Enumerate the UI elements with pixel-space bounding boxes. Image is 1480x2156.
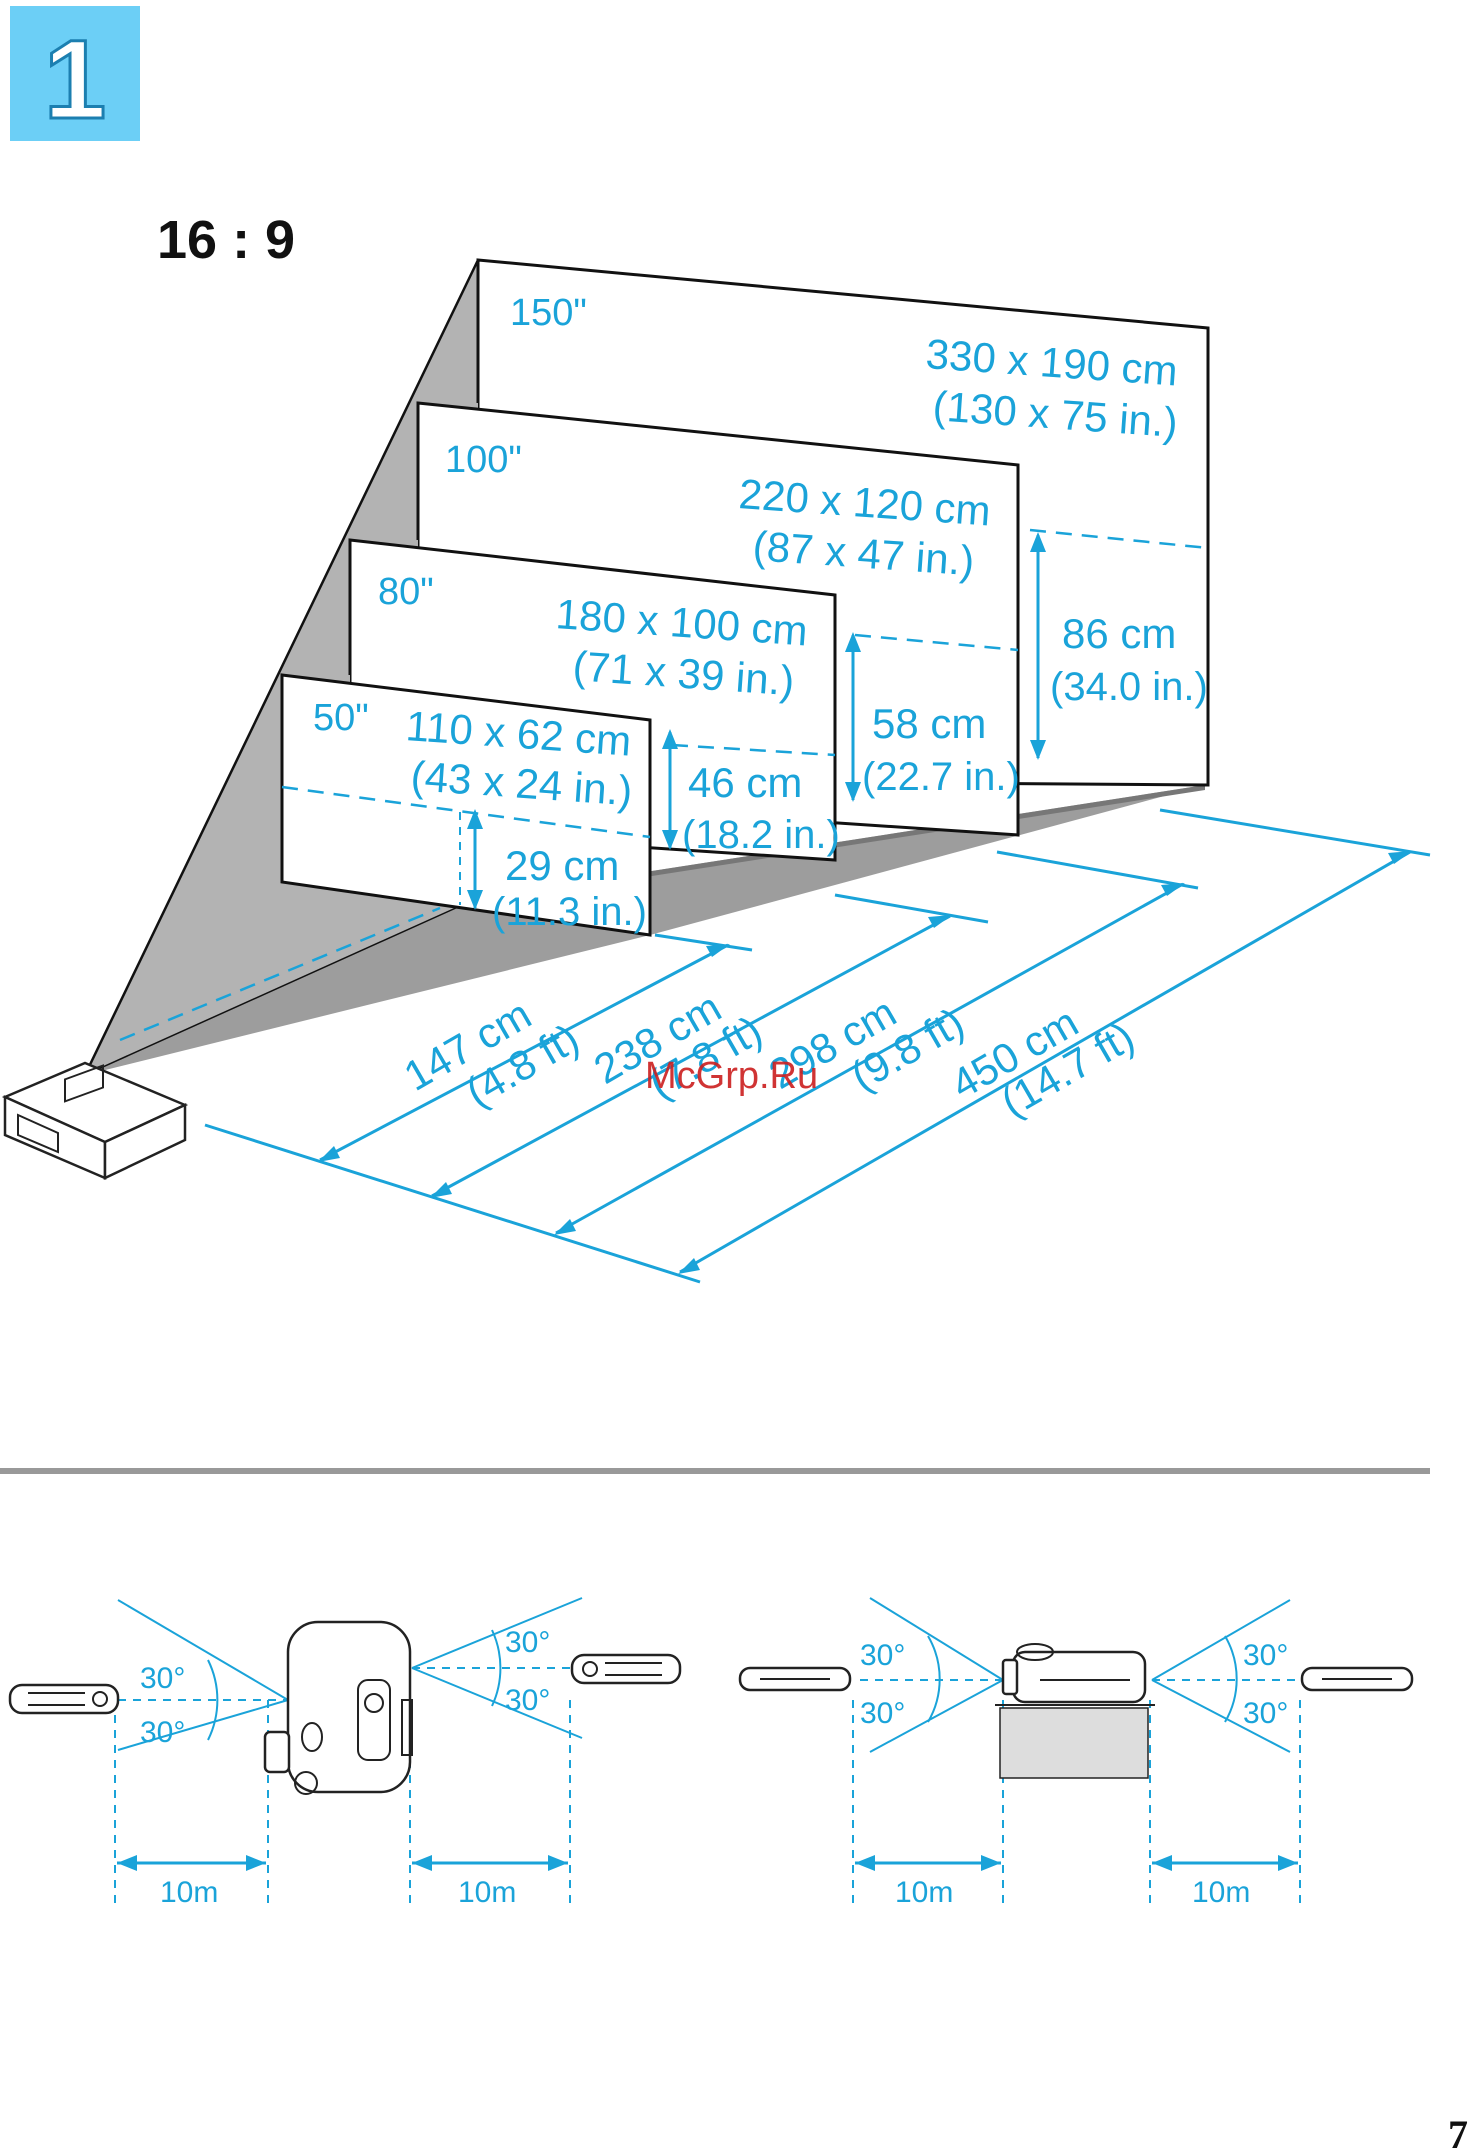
range-distance-label: 10m xyxy=(895,1876,953,1909)
screen-height-cm: 58 cm xyxy=(872,700,986,747)
distance-lines xyxy=(204,808,1431,1284)
remote-range-top-view: 10m 10m 30° 30° 30° 30° xyxy=(8,1597,682,1910)
screen-diagonal: 100" xyxy=(445,439,522,481)
projector-side-icon xyxy=(995,1643,1155,1779)
section-number: 1 xyxy=(44,17,106,142)
angle-label: 30° xyxy=(140,1716,185,1749)
range-distance-label: 10m xyxy=(160,1876,218,1909)
remote-control-icon xyxy=(738,1666,852,1692)
angle-label: 30° xyxy=(1243,1639,1288,1672)
remote-control-icon xyxy=(8,1683,120,1715)
screen-height-in: (34.0 in.) xyxy=(1050,665,1208,709)
screen-height-cm: 29 cm xyxy=(505,842,619,889)
screen-height-in: (22.7 in.) xyxy=(862,755,1020,799)
screen-height-cm: 86 cm xyxy=(1062,610,1176,657)
angle-label: 30° xyxy=(505,1684,550,1717)
remote-control-icon xyxy=(1300,1666,1414,1692)
screen-50: 50" 110 x 62 cm (43 x 24 in.) 29 cm (11.… xyxy=(280,673,678,937)
screen-diagonal: 50" xyxy=(313,697,369,739)
screen-height-in: (18.2 in.) xyxy=(682,813,840,857)
aspect-ratio-title: 16 : 9 xyxy=(157,210,295,270)
screen-height-in: (11.3 in.) xyxy=(492,890,647,934)
remote-control-icon xyxy=(570,1653,682,1685)
angle-label: 30° xyxy=(505,1626,550,1659)
angle-label: 30° xyxy=(140,1662,185,1695)
section-badge: 1 xyxy=(10,6,140,144)
screen-diagonal: 80" xyxy=(378,571,434,613)
angle-label: 30° xyxy=(1243,1697,1288,1730)
angle-label: 30° xyxy=(860,1697,905,1730)
range-distance-label: 10m xyxy=(458,1876,516,1909)
screen-diagonal: 150" xyxy=(510,292,587,334)
projector-icon xyxy=(1,1061,189,1180)
angle-label: 30° xyxy=(860,1639,905,1672)
projector-top-icon xyxy=(263,1620,413,1795)
remote-range-side-view: 10m 10m 30° 30° 30° 30° xyxy=(738,1597,1414,1910)
page-number: 7 xyxy=(1448,2112,1468,2156)
screen-height-cm: 46 cm xyxy=(688,759,802,806)
watermark: McGrp.Ru xyxy=(645,1055,818,1097)
range-distance-label: 10m xyxy=(1192,1876,1250,1909)
section-divider xyxy=(0,1468,1430,1474)
